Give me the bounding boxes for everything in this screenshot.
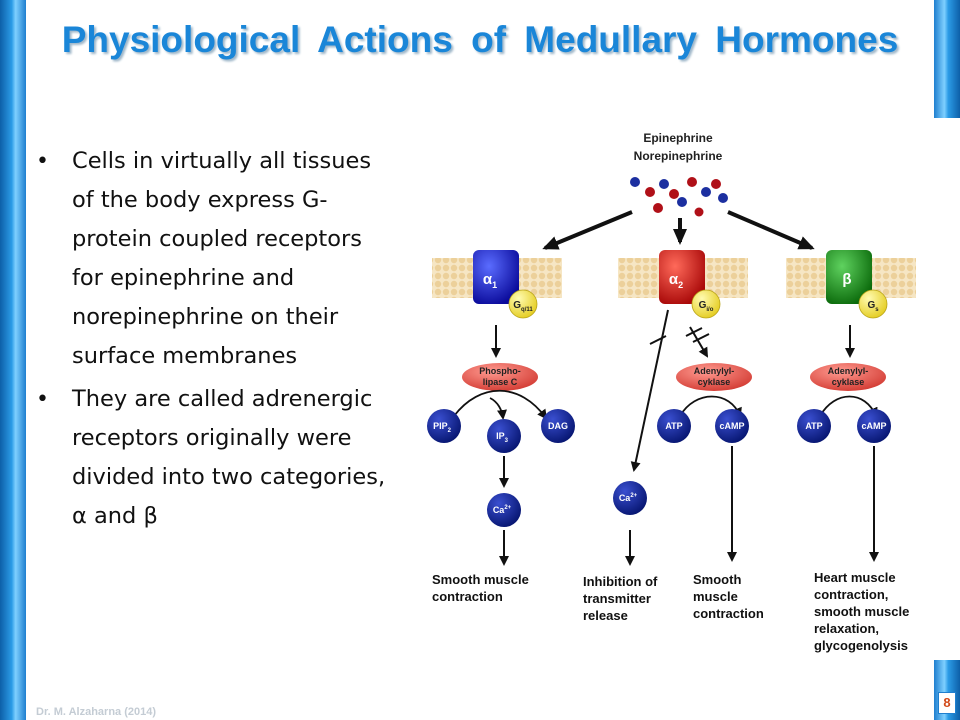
gprotein-io [691, 289, 721, 319]
gprotein-q11-label: Gq/11 [513, 300, 533, 313]
receptor-alpha1-label: α1 [483, 271, 497, 290]
ligand-label-norepinephrine: Norepinephrine [634, 149, 723, 163]
ligand-label-epinephrine: Epinephrine [643, 131, 713, 145]
outcome-beta: Heart muscle contraction, smooth muscle … [814, 570, 913, 653]
enzyme-plc-label: lipase C [483, 377, 518, 387]
enzyme-adenylyl-cyclase-beta [810, 363, 886, 391]
slide-title: Physiological Actions of Medullary Hormo… [61, 19, 899, 60]
enzyme-ac-label: Adenylyl- [694, 366, 735, 376]
molecule-ip3 [487, 419, 521, 453]
conversion-arc-pip2 [453, 389, 548, 420]
footer-author: Dr. M. Alzaharna (2014) [36, 706, 157, 718]
receptor-alpha2 [659, 250, 705, 304]
enzyme-adenylyl-cyclase-alpha2 [676, 363, 752, 391]
molecule-camp-alpha2-label: cAMP [719, 421, 744, 431]
enzyme-ac-label: Adenylyl- [828, 366, 869, 376]
arrow-to-beta [727, 210, 815, 250]
molecule-dag [541, 409, 575, 443]
receptor-beta-label: β [842, 271, 851, 288]
molecule-camp-alpha2 [715, 409, 749, 443]
bullet-list: Cells in virtually all tissues of the bo… [36, 142, 386, 540]
molecule-pip2-label: PIP2 [433, 421, 452, 434]
enzyme-ac-label: cyklase [832, 377, 865, 387]
molecule-atp-alpha2 [657, 409, 691, 443]
molecule-camp-beta [857, 409, 891, 443]
enzyme-ac-label: cyklase [698, 377, 731, 387]
molecule-ca-alpha1 [487, 493, 521, 527]
molecule-pip2 [427, 409, 461, 443]
receptor-alpha2-label: α2 [669, 271, 683, 290]
left-decorative-rail [0, 0, 26, 720]
arrow-alpha2-to-ca [630, 309, 669, 472]
gprotein-s [858, 289, 888, 319]
ligand-molecules [630, 177, 728, 217]
conversion-arc-atp-beta [819, 395, 878, 418]
inhibition-mark [649, 335, 667, 345]
outcome-alpha2-ca: Inhibition of transmitter release [583, 574, 661, 623]
arrow-to-alpha1 [542, 210, 633, 250]
molecule-camp-beta-label: cAMP [861, 421, 886, 431]
molecule-atp-beta [797, 409, 831, 443]
adrenergic-signaling-diagram: Epinephrine Norepinephrine α1 α2 β Gq/11… [427, 131, 916, 653]
receptor-alpha1 [473, 250, 519, 304]
molecule-ca-alpha2 [613, 481, 647, 515]
molecule-atp-alpha2-label: ATP [665, 421, 682, 431]
outcome-alpha2: Smooth muscle contraction [693, 572, 764, 621]
molecule-ip3-label: IP3 [496, 431, 509, 444]
page-number: 8 [938, 692, 956, 714]
gprotein-q11 [508, 289, 538, 319]
molecule-ca-alpha2-label: Ca2+ [619, 493, 638, 503]
enzyme-phospholipase-c [462, 363, 538, 391]
bullet-item: Cells in virtually all tissues of the bo… [36, 142, 386, 376]
molecule-ca-alpha1-label: Ca2+ [493, 505, 512, 515]
conversion-arc-atp-alpha2 [679, 395, 742, 418]
outcome-alpha1: Smooth muscle contraction [432, 572, 532, 604]
arrow-alpha2-to-ac [689, 326, 709, 358]
inhibition-mark [685, 327, 710, 343]
gprotein-io-label: Gi/o [699, 300, 714, 313]
receptor-beta [826, 250, 872, 304]
bullet-item: They are called adrenergic receptors ori… [36, 380, 386, 536]
gprotein-s-label: Gs [867, 300, 879, 313]
conversion-arc-pip2-ip3 [489, 397, 507, 420]
right-decorative-rail [934, 0, 960, 118]
molecule-atp-beta-label: ATP [805, 421, 822, 431]
molecule-dag-label: DAG [548, 421, 568, 431]
enzyme-plc-label: Phospho- [479, 366, 521, 376]
